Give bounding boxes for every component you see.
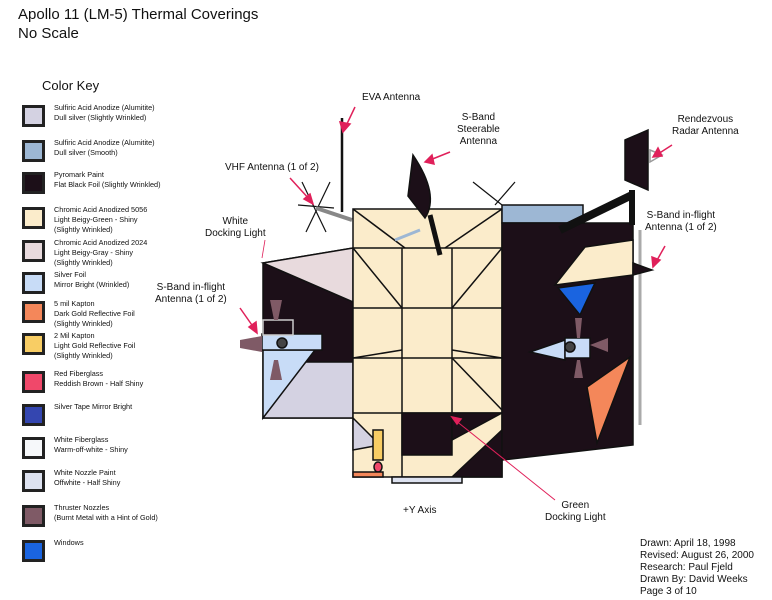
color-swatch [22, 172, 45, 194]
left-quad [240, 247, 354, 421]
color-swatch [22, 540, 45, 562]
research-credit: Research: Paul Fjeld [640, 562, 733, 573]
color-key-label: Windows [54, 538, 84, 547]
color-key-label: White Nozzle Paint Offwhite - Half Shiny [54, 468, 121, 487]
color-key-item: 5 mil Kapton Dark Gold Reflective Foil (… [20, 299, 210, 331]
color-key-label: Silver Tape Mirror Bright [54, 402, 133, 411]
drawn-by-credit: Drawn By: David Weeks [640, 574, 748, 585]
label-s-band-left: S-Band in-flight Antenna (1 of 2) [155, 282, 227, 305]
color-swatch [22, 240, 45, 262]
color-swatch [22, 301, 45, 323]
label-rendezvous-radar: Rendezvous Radar Antenna [672, 114, 739, 137]
center-structure [352, 208, 503, 484]
color-swatch [22, 371, 45, 393]
color-swatch [22, 437, 45, 459]
vhf-antenna [297, 181, 353, 233]
revised-date: Revised: August 26, 2000 [640, 550, 754, 561]
color-swatch [22, 505, 45, 527]
color-swatch [22, 272, 45, 294]
color-swatch [22, 207, 45, 229]
label-y-axis: +Y Axis [403, 505, 437, 516]
color-key-label: White Fiberglass Warm-off-white - Shiny [54, 435, 128, 454]
color-key-label: 2 Mil Kapton Light Gold Reflective Foil … [54, 331, 136, 360]
color-key-label: Thruster Nozzles (Burnt Metal with a Hin… [54, 503, 158, 522]
drawn-date: Drawn: April 18, 1998 [640, 538, 736, 549]
color-key-label: Silver Foil Mirror Bright (Wrinkled) [54, 270, 130, 289]
label-vhf-antenna: VHF Antenna (1 of 2) [225, 162, 319, 173]
label-s-band-right: S-Band in-flight Antenna (1 of 2) [645, 210, 717, 233]
label-green-docking-light: Green Docking Light [545, 500, 606, 523]
color-key-item: White Nozzle Paint Offwhite - Half Shiny [20, 468, 210, 500]
color-key-label: Chromic Acid Anodized 2024 Light Beigy-G… [54, 238, 148, 267]
right-quad [501, 204, 655, 461]
color-swatch [22, 404, 45, 426]
color-key-heading: Color Key [42, 78, 100, 93]
page-number: Page 3 of 10 [640, 586, 697, 597]
vhf-antenna-2 [472, 181, 516, 206]
color-key-label: 5 mil Kapton Dark Gold Reflective Foil (… [54, 299, 135, 328]
color-key-label: Sulfiric Acid Anodize (Alumitite) Dull s… [54, 138, 155, 157]
color-key-item: Chromic Acid Anodized 2024 Light Beigy-G… [20, 238, 210, 270]
color-key-item: Silver Tape Mirror Bright [20, 402, 210, 434]
color-key-item: Windows [20, 538, 210, 570]
color-key-item: Thruster Nozzles (Burnt Metal with a Hin… [20, 503, 210, 535]
drawing-info: Drawn: April 18, 1998 Revised: August 26… [640, 538, 754, 598]
label-eva-antenna: EVA Antenna [362, 92, 421, 103]
color-swatch [22, 333, 45, 355]
color-key-item: Pyromark Paint Flat Black Foil (Slightly… [20, 170, 210, 202]
color-key-label: Pyromark Paint Flat Black Foil (Slightly… [54, 170, 161, 189]
color-key-item: 2 Mil Kapton Light Gold Reflective Foil … [20, 331, 210, 363]
color-key-item: Silver Foil Mirror Bright (Wrinkled) [20, 270, 210, 302]
color-swatch [22, 140, 45, 162]
color-key-item: White Fiberglass Warm-off-white - Shiny [20, 435, 210, 467]
color-key-item: Sulfiric Acid Anodize (Alumitite) Dull s… [20, 138, 210, 170]
color-key-label: Red Fiberglass Reddish Brown - Half Shin… [54, 369, 144, 388]
color-key-item: Red Fiberglass Reddish Brown - Half Shin… [20, 369, 210, 401]
label-white-docking-light: White Docking Light [205, 216, 266, 239]
callout-arrows [239, 106, 673, 501]
color-swatch [22, 105, 45, 127]
diagram-title: Apollo 11 (LM-5) Thermal Coverings [18, 6, 259, 23]
color-swatch [22, 470, 45, 492]
color-key-item: Sulfiric Acid Anodize (Alumitite) Dull s… [20, 103, 210, 135]
color-key-item: Chromic Acid Anodized 5056 Light Beigy-G… [20, 205, 210, 237]
color-key-label: Sulfiric Acid Anodize (Alumitite) Dull s… [54, 103, 155, 122]
color-key-label: Chromic Acid Anodized 5056 Light Beigy-G… [54, 205, 148, 234]
diagram-subtitle: No Scale [18, 25, 79, 42]
s-band-steerable-antenna [394, 152, 443, 256]
label-s-band-steerable: S-Band Steerable Antenna [457, 112, 500, 147]
